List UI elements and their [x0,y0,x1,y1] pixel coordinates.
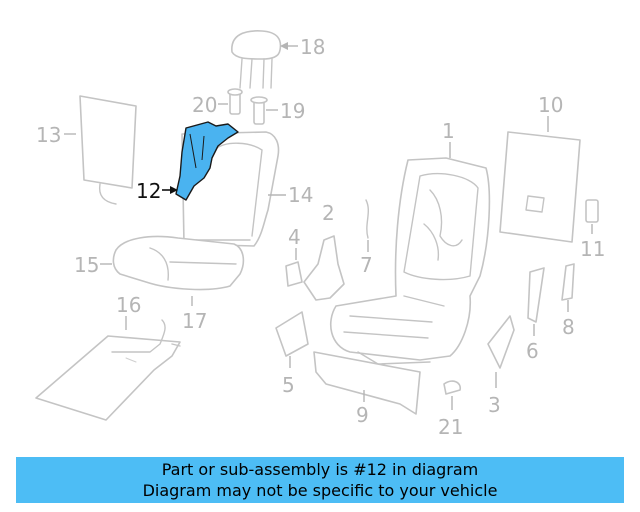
part-6-rail [527,267,545,323]
label-2: 2 [322,201,335,225]
part-15-seat-cushion [112,235,245,291]
part-8-rail [561,263,575,301]
part-13-back-panel [79,95,137,205]
part-16-heater-pad [35,319,181,421]
part-19-headrest-guide [250,96,268,125]
label-14: 14 [288,183,313,207]
label-12: 12 [136,179,161,203]
part-3-trim [487,315,515,369]
info-banner: Part or sub-assembly is #12 in diagram D… [16,457,624,503]
label-20: 20 [192,93,217,117]
label-17: 17 [182,309,207,333]
label-1: 1 [442,119,455,143]
label-3: 3 [488,393,501,417]
label-13: 13 [36,123,61,147]
label-8: 8 [562,315,575,339]
label-9: 9 [356,403,369,427]
label-11: 11 [580,237,605,261]
label-19: 19 [280,99,305,123]
part-11-latch-cover [585,199,599,223]
part-1-seat-frame [329,157,491,365]
label-10: 10 [538,93,563,117]
part-2-bracket [303,235,345,301]
part-18-headrest [231,30,282,89]
label-15: 15 [74,253,99,277]
label-7: 7 [360,253,373,277]
part-12-side-trim [175,121,239,201]
label-16: 16 [116,293,141,317]
part-20-headrest-guide [227,88,243,115]
part-7-rod [365,199,369,239]
part-5-side-shield [275,311,309,357]
part-4-hinge-cover [285,261,303,287]
label-6: 6 [526,339,539,363]
part-21-cap [443,380,462,395]
part-10-back-board [499,131,581,243]
banner-line-1: Part or sub-assembly is #12 in diagram [161,460,479,479]
label-5: 5 [282,373,295,397]
banner-line-2: Diagram may not be specific to your vehi… [142,481,498,500]
label-21: 21 [438,415,463,439]
part-9-lower-trim [313,351,421,415]
label-18: 18 [300,35,325,59]
label-4: 4 [288,225,301,249]
